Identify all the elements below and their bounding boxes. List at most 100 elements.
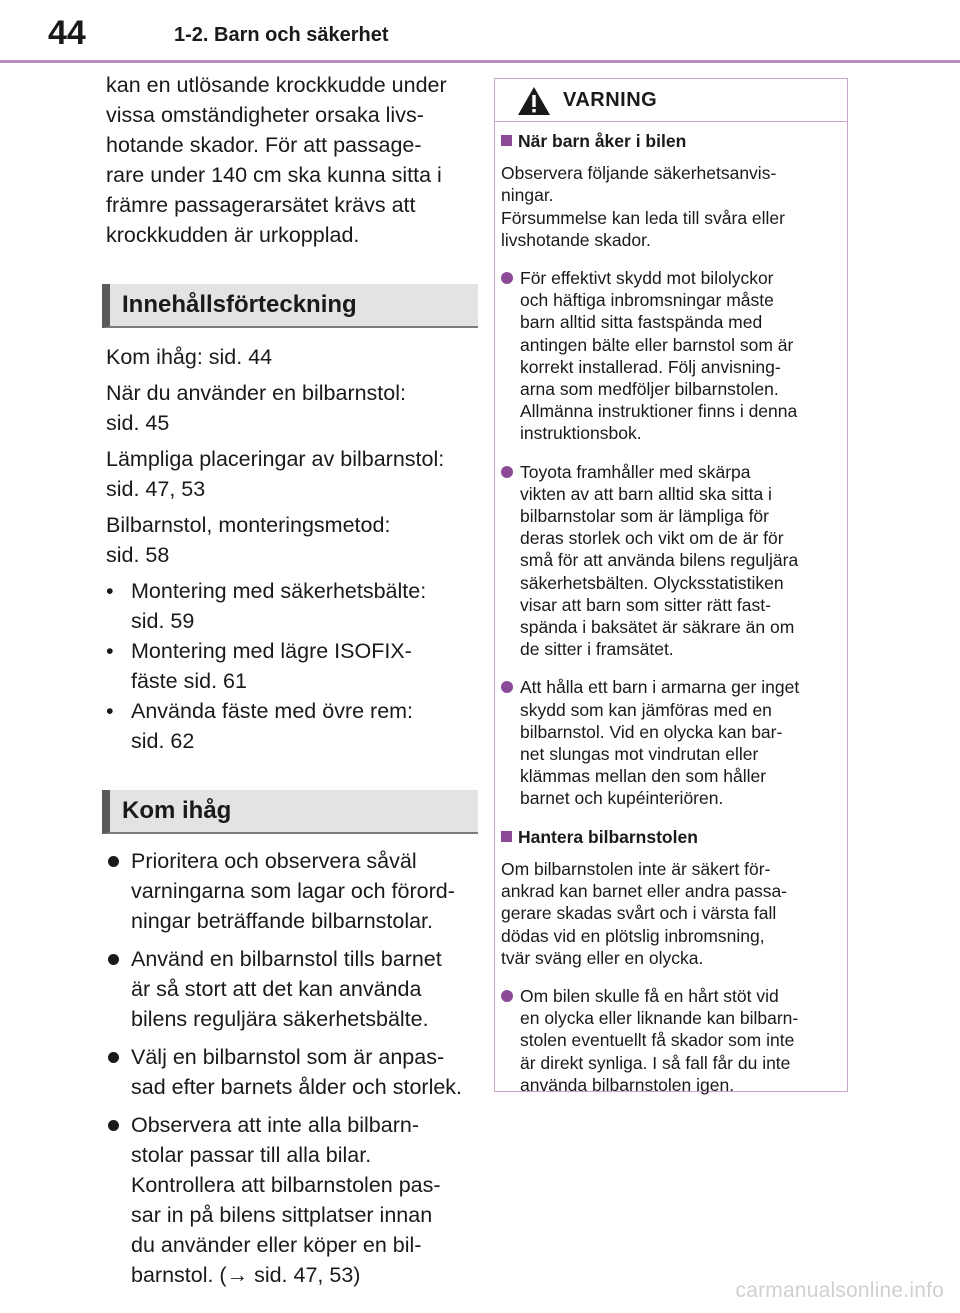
text-line: Kom ihåg: sid. 44: [106, 345, 273, 369]
text-line: visar att barn som sitter rätt fast-: [520, 594, 771, 615]
text-line: använda bilbarnstolen igen.: [520, 1074, 735, 1095]
warning-paragraph: Observera följande säkerhetsanvis-ningar…: [501, 162, 837, 251]
page-number: 44: [48, 14, 86, 52]
text-line: Montering med lägre ISOFIX-: [131, 639, 412, 663]
remember-item: Använd en bilbarnstol tills barnet är så …: [106, 944, 466, 1034]
toc-entry: Kom ihåg: sid. 44: [106, 342, 466, 372]
text-line: de sitter i framsätet.: [520, 639, 674, 660]
text-line: antingen bälte eller barnstol som är: [520, 334, 794, 355]
intro-line: kan en utlösande krockkudde under: [106, 73, 447, 97]
warning-subheading: När barn åker i bilen: [501, 130, 837, 152]
left-column: kan en utlösande krockkudde under vissa o…: [102, 70, 478, 1298]
text-line: spända i baksätet är säkrare än om: [520, 617, 795, 638]
toc-heading: Innehållsförteckning: [102, 284, 478, 328]
text-line: Allmänna instruktioner finns i denna: [520, 401, 798, 422]
text-line: är direkt synliga. I så fall får du inte: [520, 1052, 791, 1073]
intro-paragraph: kan en utlösande krockkudde under vissa o…: [106, 70, 466, 250]
text-line: Observera att inte alla bilbarn-: [131, 1113, 420, 1137]
text-line: små för att använda bilens reguljära: [520, 550, 799, 571]
text-line: bilbarnstol. Vid en olycka kan bar-: [520, 721, 783, 742]
text-line: dödas vid en plötslig inbromsning,: [501, 925, 765, 946]
warning-paragraph: Om bilbarnstolen inte är säkert för-ankr…: [501, 858, 837, 969]
text-line: sar in på bilens sittplatser innan: [131, 1203, 433, 1227]
text-line: Toyota framhåller med skärpa: [520, 461, 751, 482]
text-line: varningarna som lagar och förord-: [131, 879, 455, 903]
toc-entry: När du använder en bilbarnstol:sid. 45: [106, 378, 466, 438]
text-line: sid. 62: [131, 729, 195, 753]
text-line: du använder eller köper en bil-: [131, 1233, 422, 1257]
text-line: sid. 58: [106, 543, 170, 567]
text-line: Lämpliga placeringar av bilbarnstol:: [106, 447, 445, 471]
text-line: skydd som kan jämföras med en: [520, 699, 772, 720]
header-divider: [0, 60, 960, 63]
text-line: Om bilen skulle få en hårt stöt vid: [520, 985, 779, 1006]
text-line: bilbarnstolar som är lämpliga för: [520, 506, 769, 527]
warning-subheading: Hantera bilbarnstolen: [501, 826, 837, 848]
text-line: klämmas mellan den som håller: [520, 766, 767, 787]
text-line: Välj en bilbarnstol som är anpas-: [131, 1045, 445, 1069]
text-line: sid. 45: [106, 411, 170, 435]
text-line: Försummelse kan leda till svåra eller: [501, 207, 785, 228]
text-line: barnstol. (→ sid. 47, 53): [131, 1263, 361, 1287]
text-line: net slungas mot vindrutan eller: [520, 744, 759, 765]
text-line: Använda fäste med övre rem:: [131, 699, 414, 723]
warning-triangle-icon: [518, 87, 550, 115]
text-line: Använd en bilbarnstol tills barnet: [131, 947, 442, 971]
intro-line: vissa omständigheter orsaka livs-: [106, 103, 424, 127]
warning-label: VARNING: [563, 89, 658, 111]
text-line: sid. 59: [131, 609, 195, 633]
intro-line: främre passagerarsätet krävs att: [106, 193, 416, 217]
text-line: livshotande skador.: [501, 229, 651, 250]
text-line: stolar passar till alla bilar.: [131, 1143, 372, 1167]
toc-entry: Lämpliga placeringar av bilbarnstol: sid.…: [106, 444, 466, 504]
text-line: Montering med säkerhetsbälte:: [131, 579, 427, 603]
text-line: barnet och kupéinteriören.: [520, 788, 724, 809]
remember-item: Välj en bilbarnstol som är anpas-sad eft…: [106, 1042, 466, 1102]
page-header: 44 1-2. Barn och säkerhet: [0, 0, 960, 64]
toc-bullet-item: Montering med säkerhetsbälte: sid. 59: [106, 576, 466, 636]
text-line: arna som medföljer bilbarnstolen.: [520, 379, 779, 400]
toc-list: Kom ihåg: sid. 44 När du använder en bilb…: [106, 342, 466, 756]
toc-entry: Bilbarnstol, monteringsmetod: sid. 58: [106, 510, 466, 570]
watermark: carmanualsonline.info: [735, 1279, 944, 1302]
text-line: ankrad kan barnet eller andra passa-: [501, 881, 788, 902]
text-line: gerare skadas svårt och i värsta fall: [501, 903, 777, 924]
text-line: barn alltid sitta fastspända med: [520, 312, 763, 333]
text-line: ningar beträffande bilbarnstolar.: [131, 909, 434, 933]
remember-heading: Kom ihåg: [102, 790, 478, 834]
text-line: bilens reguljära säkerhetsbälte.: [131, 1007, 429, 1031]
intro-line: krockkudden är urkopplad.: [106, 223, 360, 247]
text-line: Om bilbarnstolen inte är säkert för-: [501, 858, 771, 879]
text-line: Observera följande säkerhetsanvis-: [501, 163, 777, 184]
toc-bullet-item: Använda fäste med övre rem: sid. 62: [106, 696, 466, 756]
remember-item: Observera att inte alla bilbarn-stolar p…: [106, 1110, 466, 1290]
text-line: stolen eventuellt få skador som inte: [520, 1030, 795, 1051]
text-line: Bilbarnstol, monteringsmetod:: [106, 513, 391, 537]
text-line: sad efter barnets ålder och storlek.: [131, 1075, 463, 1099]
text-line: tvär sväng eller en olycka.: [501, 947, 704, 968]
text-line: säkerhetsbälten. Olycksstatistiken: [520, 572, 784, 593]
text-line: instruktionsbok.: [520, 423, 642, 444]
text-line: vikten av att barn alltid ska sitta i: [520, 483, 772, 504]
remember-list: Prioritera och observera såväl varningarn…: [106, 846, 466, 1290]
text-line: en olycka eller liknande kan bilbarn-: [520, 1008, 799, 1029]
text-line: Att hålla ett barn i armarna ger inget: [520, 677, 800, 698]
intro-line: rare under 140 cm ska kunna sitta i: [106, 163, 442, 187]
text-line: är så stort att det kan använda: [131, 977, 422, 1001]
text-line: För effektivt skydd mot bilolyckor: [520, 268, 774, 289]
text-line: ningar.: [501, 185, 554, 206]
text-line: och häftiga inbromsningar måste: [520, 290, 774, 311]
text-line: Kontrollera att bilbarnstolen pas-: [131, 1173, 441, 1197]
remember-item: Prioritera och observera såväl varningarn…: [106, 846, 466, 936]
text-line: fäste sid. 61: [131, 669, 247, 693]
text-line: sid. 47, 53: [106, 477, 206, 501]
section-title: 1-2. Barn och säkerhet: [174, 24, 389, 46]
intro-line: hotande skador. För att passage-: [106, 133, 422, 157]
text-line: Prioritera och observera såväl: [131, 849, 417, 873]
